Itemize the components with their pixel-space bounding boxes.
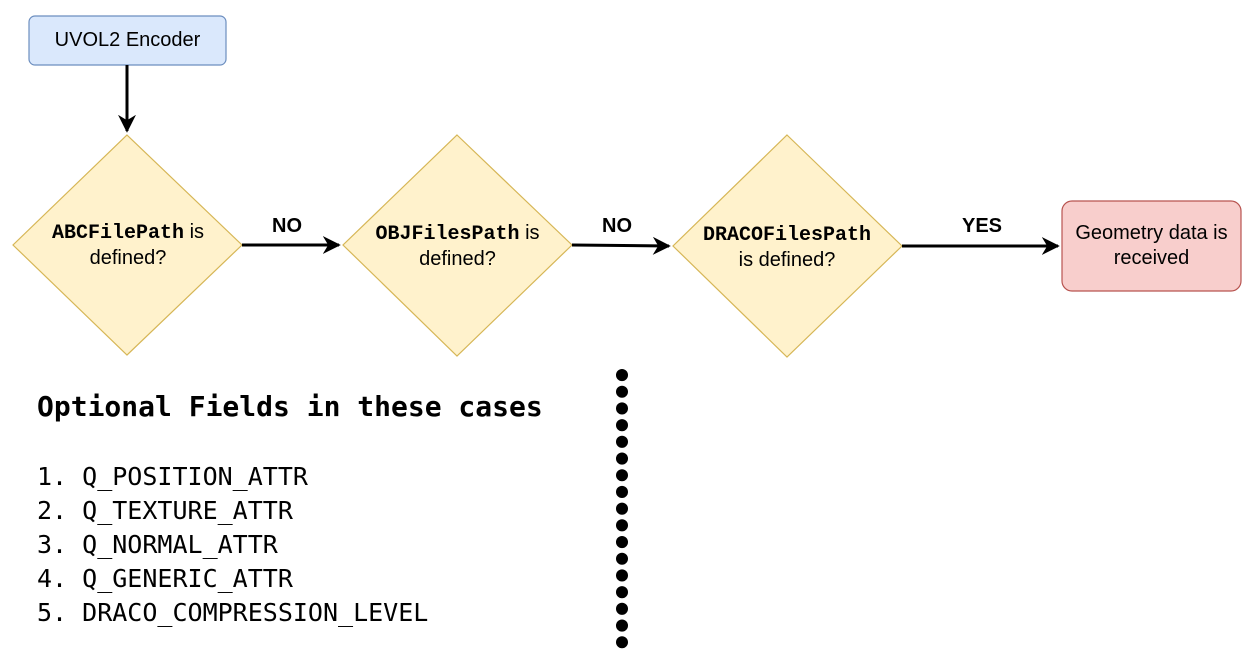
result-node-box[interactable] [1061, 200, 1242, 292]
list-item: 2. Q_TEXTURE_ATTR [37, 496, 293, 525]
list-item: 4. Q_GENERIC_ATTR [37, 564, 293, 593]
decision-abc-diamond[interactable] [12, 134, 243, 356]
list-item: 3. Q_NORMAL_ATTR [37, 530, 278, 559]
list-item: 1. Q_POSITION_ATTR [37, 462, 308, 491]
edge-label-draco-result: YES [961, 215, 1003, 237]
decision-obj-question: defined? [419, 247, 496, 270]
decision-draco-code: DRACOFilesPath [702, 223, 872, 247]
start-node-label: UVOL2 Encoder [54, 29, 201, 51]
decision-abc-suffix: is [184, 220, 205, 243]
result-node-label: Geometry data is received [1075, 222, 1228, 269]
decision-draco-diamond[interactable] [672, 134, 903, 358]
decision-abc-label: ABCFilePath is defined? [33, 205, 223, 285]
decision-abc-question: defined? [89, 246, 167, 269]
decision-abc-code: ABCFilePath [51, 221, 185, 245]
decision-obj-code: OBJFilesPath [375, 222, 520, 246]
decision-obj-suffix: is [519, 221, 540, 244]
decision-obj-label: OBJFilesPath is defined? [360, 206, 555, 286]
optional-fields-title: Optional Fields in these cases [37, 390, 543, 423]
edge-label-obj-draco: NO [602, 215, 632, 237]
optional-fields-list: 1. Q_POSITION_ATTR 2. Q_TEXTURE_ATTR 3. … [37, 460, 428, 630]
arrow-obj-to-draco [571, 236, 671, 255]
edge-label-abc-obj: NO [272, 215, 302, 237]
decision-draco-question: is defined? [738, 248, 836, 271]
decision-draco-label: DRACOFilesPath is defined? [687, 207, 887, 287]
list-item: 5. DRACO_COMPRESSION_LEVEL [37, 598, 429, 627]
decision-obj-diamond[interactable] [342, 134, 573, 357]
